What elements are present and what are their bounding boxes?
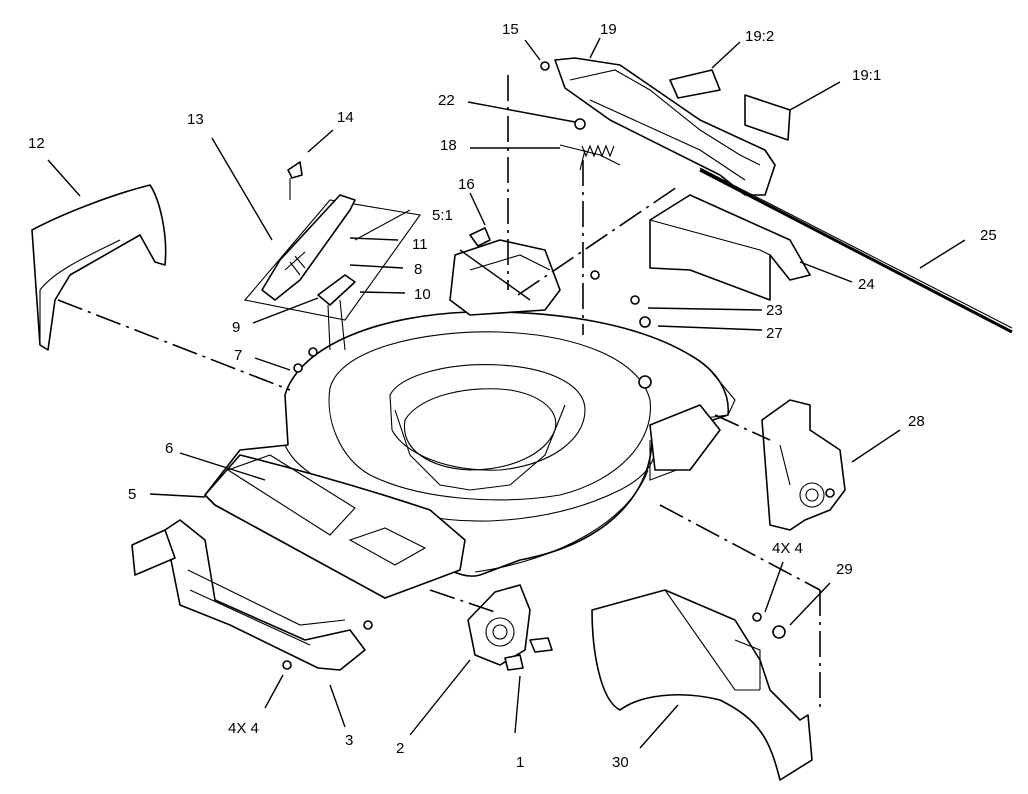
callout-13: 13: [187, 111, 204, 128]
callout-14: 14: [337, 109, 354, 126]
callout-3: 3: [345, 732, 353, 749]
callout-4x4-rear: 4X 4: [772, 540, 803, 557]
mower-deck: [204, 239, 736, 599]
callout-2: 2: [396, 740, 404, 757]
callout-30: 30: [612, 754, 629, 771]
callout-19-1: 19:1: [852, 67, 881, 84]
rear-wheel-bracket: [761, 399, 846, 531]
rod: [699, 167, 1013, 334]
leader-lines: [47, 37, 966, 749]
front-wheel-bracket: [467, 584, 553, 671]
callout-18: 18: [440, 137, 457, 154]
callout-27: 27: [766, 325, 783, 342]
callout-11: 11: [412, 236, 428, 253]
callout-10: 10: [414, 286, 431, 303]
callout-7: 7: [234, 347, 242, 364]
callout-5: 5: [128, 486, 136, 503]
callout-19: 19: [600, 21, 617, 38]
callout-15: 15: [502, 21, 519, 38]
hardware: [282, 61, 786, 670]
callout-8: 8: [414, 261, 422, 278]
callout-29: 29: [836, 561, 853, 578]
callout-labels: 1 2 3 4X 4 5 5:1 6 7 8 9 10 11 12 13 14 …: [28, 21, 997, 771]
callout-24: 24: [858, 276, 875, 293]
callout-25: 25: [980, 227, 997, 244]
spring: [559, 144, 621, 171]
callout-22: 22: [438, 92, 455, 109]
callout-16: 16: [458, 176, 475, 193]
rear-door: [649, 194, 811, 301]
front-skirt: [131, 519, 366, 671]
callout-5-1: 5:1: [432, 207, 453, 224]
callout-12: 12: [28, 135, 45, 152]
callout-1: 1: [516, 754, 524, 771]
upper-handle-bracket: [554, 57, 776, 196]
callout-4x4-front: 4X 4: [228, 720, 259, 737]
callout-9: 9: [232, 319, 240, 336]
decal-19-1: [744, 94, 791, 141]
side-skirt: [591, 589, 813, 781]
assembly-lines: [57, 75, 821, 710]
callout-23: 23: [766, 302, 783, 319]
callout-28: 28: [908, 413, 925, 430]
handle-bracket-panel: [243, 161, 421, 351]
callout-6: 6: [165, 440, 173, 457]
decal-19-2: [669, 69, 721, 99]
rear-flap: [31, 184, 167, 351]
callout-19-2: 19:2: [745, 28, 774, 45]
